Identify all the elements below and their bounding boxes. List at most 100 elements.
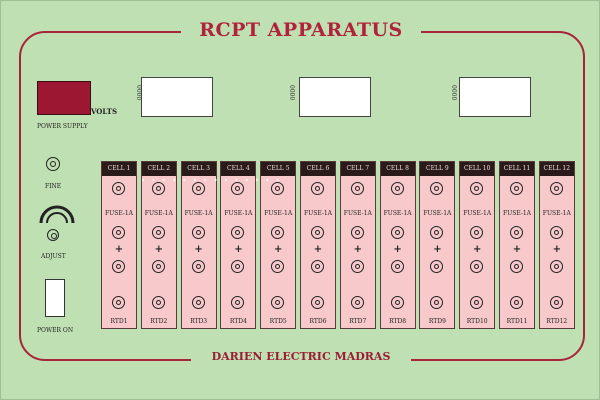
terminal-jack-icon[interactable] [470,260,484,273]
meter-tag: 0000 [288,85,295,101]
terminal-jack-icon[interactable] [231,260,245,273]
meter-tag: 0000 [135,85,142,101]
plus-sign-icon: + [512,244,522,255]
plus-sign-icon: + [154,244,163,255]
terminal-jack-icon[interactable] [390,260,404,273]
cell-header: CELL 7 [340,162,375,176]
adjust-knob-icon[interactable] [37,197,77,227]
meter-display-2 [299,77,371,117]
fuse-label: FUSE-1A [503,210,531,217]
terminal-jack-icon[interactable] [191,260,205,273]
rtd-jack-icon[interactable] [151,296,165,309]
rtd-label: RTD7 [349,318,367,325]
fuse-jack-icon[interactable] [271,226,285,239]
fuse-jack-icon[interactable] [311,226,324,239]
terminal-jack-icon[interactable] [549,260,563,273]
rtd-jack-icon[interactable] [350,296,364,309]
rtd-label: RTD3 [190,318,208,325]
terminal-jack-icon[interactable] [510,260,523,273]
cell-header: CELL 1 [102,162,136,176]
terminal-jack-icon[interactable] [311,260,324,273]
cell-header: CELL 5 [261,162,296,176]
terminal-jack-icon[interactable] [430,260,444,273]
terminal-jack-icon[interactable] [549,182,563,195]
rtd-label: RTD5 [269,318,287,325]
adjust-label: ADJUST [41,253,66,260]
power-on-label: POWER ON [37,327,74,334]
terminal-jack-icon[interactable] [350,182,364,195]
fuse-jack-icon[interactable] [151,226,165,239]
plus-sign-icon: + [114,244,124,255]
rtd-jack-icon[interactable] [271,296,285,309]
power-supply-display [37,81,91,115]
terminal-jack-icon[interactable] [430,182,444,195]
plus-sign-icon: + [353,244,362,255]
fuse-label: FUSE-1A [304,210,332,217]
fuse-jack-icon[interactable] [430,226,444,239]
panel-title: RCPT APPARATUS [181,15,421,45]
power-switch[interactable] [45,279,65,317]
plus-sign-icon: + [393,244,402,255]
terminal-jack-icon[interactable] [151,260,165,273]
rtd-jack-icon[interactable] [510,296,523,309]
fuse-jack-icon[interactable] [231,226,245,239]
fuse-label: FUSE-1A [542,210,571,217]
fuse-jack-icon[interactable] [470,226,484,239]
fuse-label: FUSE-1A [383,210,412,217]
plus-sign-icon: + [234,244,243,255]
terminal-jack-icon[interactable] [470,182,484,195]
rtd-jack-icon[interactable] [311,296,324,309]
fuse-jack-icon[interactable] [549,226,563,239]
watermark: · · · · · · · · · · · · · · [141,173,281,187]
rtd-label: RTD11 [506,318,528,325]
rtd-label: RTD8 [389,318,407,325]
plus-sign-icon: + [472,244,482,255]
volts-label: VOLTS [91,107,118,116]
terminal-jack-icon[interactable] [510,182,523,195]
rtd-jack-icon[interactable] [231,296,245,309]
fuse-label: FUSE-1A [463,210,492,217]
fuse-jack-icon[interactable] [191,226,205,239]
rtd-jack-icon[interactable] [390,296,404,309]
terminal-jack-icon[interactable] [390,182,404,195]
rtd-jack-icon[interactable] [430,296,444,309]
fuse-jack-icon[interactable] [510,226,523,239]
fuse-label: FUSE-1A [264,210,293,217]
terminal-jack-icon[interactable] [271,182,285,195]
fine-jack-icon[interactable] [46,157,60,171]
rtd-jack-icon[interactable] [470,296,484,309]
terminal-jack-icon[interactable] [191,182,205,195]
cell-header: CELL 8 [380,162,415,176]
cell-header: CELL 6 [301,162,335,176]
terminal-jack-icon[interactable] [112,260,125,273]
fine-label: FINE [45,183,62,190]
rtd-label: RTD1 [110,318,128,325]
rtd-jack-icon[interactable] [112,296,125,309]
terminal-jack-icon[interactable] [231,182,245,195]
cell-header: CELL 3 [181,162,216,176]
terminal-jack-icon[interactable] [311,182,324,195]
plus-sign-icon: + [433,244,442,255]
fuse-jack-icon[interactable] [350,226,364,239]
terminal-jack-icon[interactable] [350,260,364,273]
manufacturer-label: DARIEN ELECTRIC MADRAS [191,348,411,366]
fuse-jack-icon[interactable] [390,226,404,239]
rtd-jack-icon[interactable] [549,296,563,309]
terminal-jack-icon[interactable] [271,260,285,273]
adjust-jack-icon[interactable] [47,229,59,241]
rtd-label: RTD10 [466,318,488,325]
terminal-jack-icon[interactable] [151,182,165,195]
fuse-label: FUSE-1A [144,210,173,217]
rtd-jack-icon[interactable] [191,296,205,309]
terminal-jack-icon[interactable] [112,182,125,195]
cell-header: CELL 10 [460,162,495,176]
rtd-label: RTD6 [309,318,327,325]
rtd-label: RTD4 [229,318,247,325]
fuse-jack-icon[interactable] [112,226,125,239]
